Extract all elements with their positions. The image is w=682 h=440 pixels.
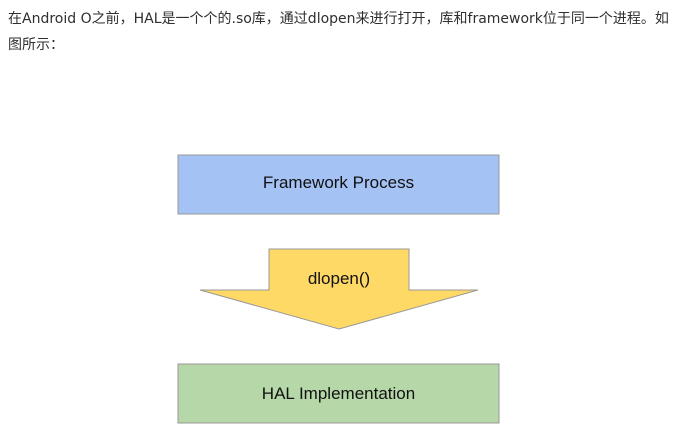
- framework-process-label: Framework Process: [262, 173, 415, 192]
- intro-paragraph: 在Android O之前，HAL是一个个的.so库，通过dlopen来进行打开，…: [8, 11, 669, 53]
- hal-implementation-box: [177, 363, 500, 424]
- dlopen-arrow: [199, 248, 479, 330]
- framework-process-box: [177, 154, 500, 215]
- hal-implementation-label: HAL Implementation: [261, 384, 416, 403]
- dlopen-label: dlopen(): [307, 269, 371, 288]
